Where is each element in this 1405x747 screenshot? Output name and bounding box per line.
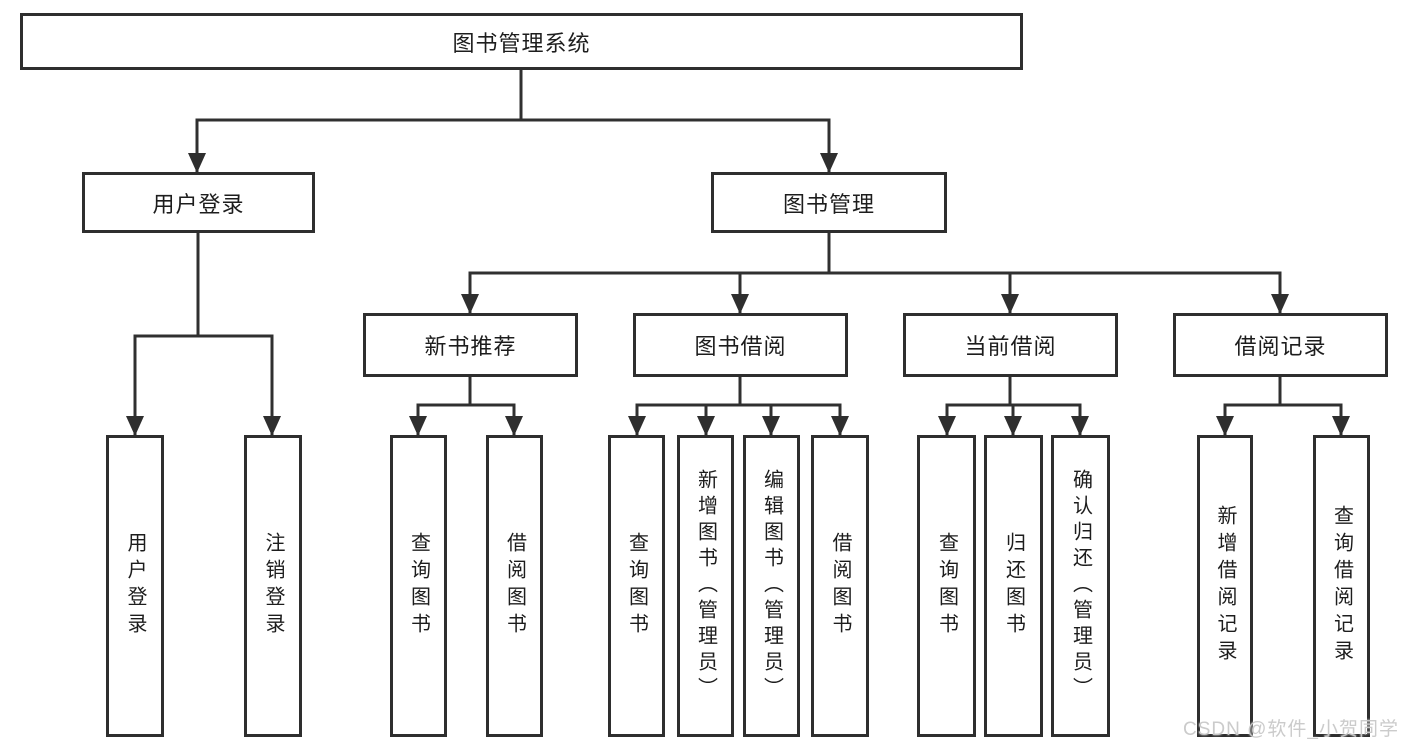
leaf-rec-query-books: 查询图书 <box>390 435 447 737</box>
leaf-rec-borrow-books: 借阅图书 <box>486 435 543 737</box>
leaf-br-add-record: 新增借阅记录 <box>1197 435 1253 737</box>
leaf-bb-borrow-books: 借阅图书 <box>811 435 869 737</box>
leaf-bb-query-books: 查询图书 <box>608 435 665 737</box>
trunk-user-login <box>133 233 274 338</box>
leaf-bb-edit-books-admin: 编辑图书（管理员） <box>743 435 800 737</box>
node-current-borrowing: 当前借阅 <box>903 313 1118 377</box>
leaf-cb-return-books: 归还图书 <box>984 435 1043 737</box>
leaf-br-query-record: 查询借阅记录 <box>1313 435 1370 737</box>
node-book-management: 图书管理 <box>711 172 947 233</box>
node-book-borrowing: 图书借阅 <box>633 313 848 377</box>
leaf-logout: 注销登录 <box>244 435 302 737</box>
node-borrowing-records: 借阅记录 <box>1173 313 1388 377</box>
node-user-login: 用户登录 <box>82 172 315 233</box>
trunk-records <box>1223 377 1343 407</box>
trunk-current <box>945 377 1082 407</box>
trunk-new-rec <box>416 377 516 407</box>
node-new-book-recommend: 新书推荐 <box>363 313 578 377</box>
leaf-user-login: 用户登录 <box>106 435 164 737</box>
trunk-root <box>195 69 831 122</box>
leaf-bb-add-books-admin: 新增图书（管理员） <box>677 435 734 737</box>
leaf-cb-confirm-return-admin: 确认归还（管理员） <box>1051 435 1110 737</box>
trunk-borrowing <box>635 377 842 407</box>
node-root-system: 图书管理系统 <box>20 13 1023 70</box>
leaf-cb-query-books: 查询图书 <box>917 435 976 737</box>
watermark: CSDN @软件_小贺同学 <box>1183 719 1399 740</box>
trunk-book-mgmt <box>468 233 1282 275</box>
